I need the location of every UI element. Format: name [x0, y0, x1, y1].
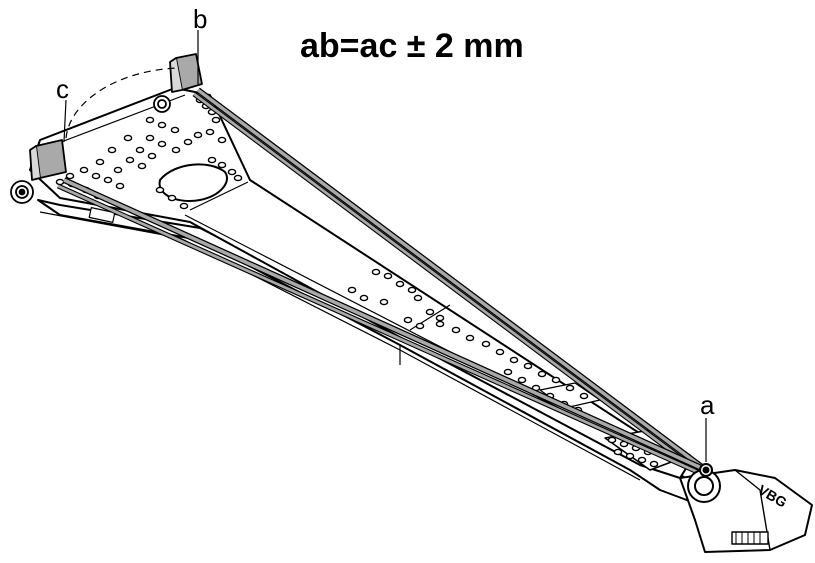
bolt-hole: [115, 182, 125, 190]
bolt-hole: [147, 152, 157, 160]
bolt-hole: [170, 126, 180, 134]
bolt-hole: [565, 384, 575, 392]
bolt-hole: [217, 136, 227, 144]
bolt-hole: [135, 146, 145, 154]
bracket-b: [153, 53, 203, 113]
measurement-line-ab: [192, 87, 708, 477]
bolt-hole: [157, 121, 167, 129]
hitch-coupling: [679, 463, 813, 553]
bolt-hole: [123, 134, 133, 142]
bolt-hole: [55, 178, 65, 186]
bolt-hole: [359, 294, 369, 302]
bracket-c: [10, 139, 67, 204]
bolt-hole: [579, 392, 589, 400]
bolt-hole: [155, 186, 165, 194]
bolt-hole: [145, 134, 155, 142]
bolt-hole: [167, 194, 177, 202]
bolt-hole: [413, 294, 423, 302]
bolt-hole: [435, 320, 445, 328]
bolt-hole: [425, 308, 435, 316]
bolt-hole: [607, 436, 617, 444]
bolt-hole: [125, 156, 135, 164]
bolt-hole: [403, 316, 413, 324]
drawbar-underside: [37, 199, 701, 506]
bolt-hole: [233, 174, 243, 182]
bolt-hole: [625, 452, 635, 460]
bolt-hole: [537, 370, 547, 378]
bolt-hole: [217, 161, 227, 169]
bolt-hole: [107, 146, 117, 154]
bolt-hole: [79, 166, 89, 174]
bolt-hole: [509, 356, 519, 364]
bolt-hole: [157, 140, 167, 148]
bolt-hole: [523, 362, 533, 370]
bolt-hole: [179, 202, 189, 210]
bolt-hole: [383, 272, 393, 280]
measurement-line-ac: [56, 177, 708, 477]
bolt-hole: [503, 368, 513, 376]
bolt-hole: [103, 176, 113, 184]
point-label-a: a: [700, 390, 715, 420]
bolt-hole: [65, 172, 75, 180]
bolt-hole: [481, 340, 491, 348]
bolt-hole: [95, 158, 105, 166]
bolt-hole: [145, 116, 155, 124]
bolt-hole: [91, 172, 101, 180]
bolt-hole: [183, 138, 193, 146]
bolt-hole: [371, 268, 381, 276]
bolt-hole: [113, 166, 123, 174]
bolt-hole: [211, 116, 221, 124]
bolt-hole: [171, 146, 181, 154]
bolt-hole: [551, 376, 561, 384]
point-label-b: b: [193, 4, 208, 34]
bolt-hole: [637, 456, 647, 464]
bolt-hole: [495, 348, 505, 356]
bolt-hole: [415, 322, 425, 330]
bolt-holes: [55, 96, 659, 468]
bolt-hole: [379, 298, 389, 306]
bolt-hole: [227, 168, 237, 176]
dashed-arc: [65, 67, 179, 139]
leader-c: [63, 99, 67, 143]
point-label-c: c: [56, 74, 69, 104]
bolt-hole: [347, 286, 357, 294]
bolt-hole: [395, 280, 405, 288]
bolt-hole: [517, 376, 527, 384]
bolt-hole: [649, 460, 659, 468]
bolt-hole: [207, 156, 217, 164]
bolt-hole: [137, 162, 147, 170]
bolt-hole: [613, 448, 623, 456]
bolt-hole: [435, 314, 445, 322]
bolt-hole: [407, 286, 417, 294]
bolt-hole: [451, 326, 461, 334]
bolt-hole: [205, 128, 215, 136]
bolt-hole: [465, 334, 475, 342]
tolerance-formula: ab=ac ± 2 mm: [300, 27, 524, 65]
bolt-hole: [193, 131, 203, 139]
